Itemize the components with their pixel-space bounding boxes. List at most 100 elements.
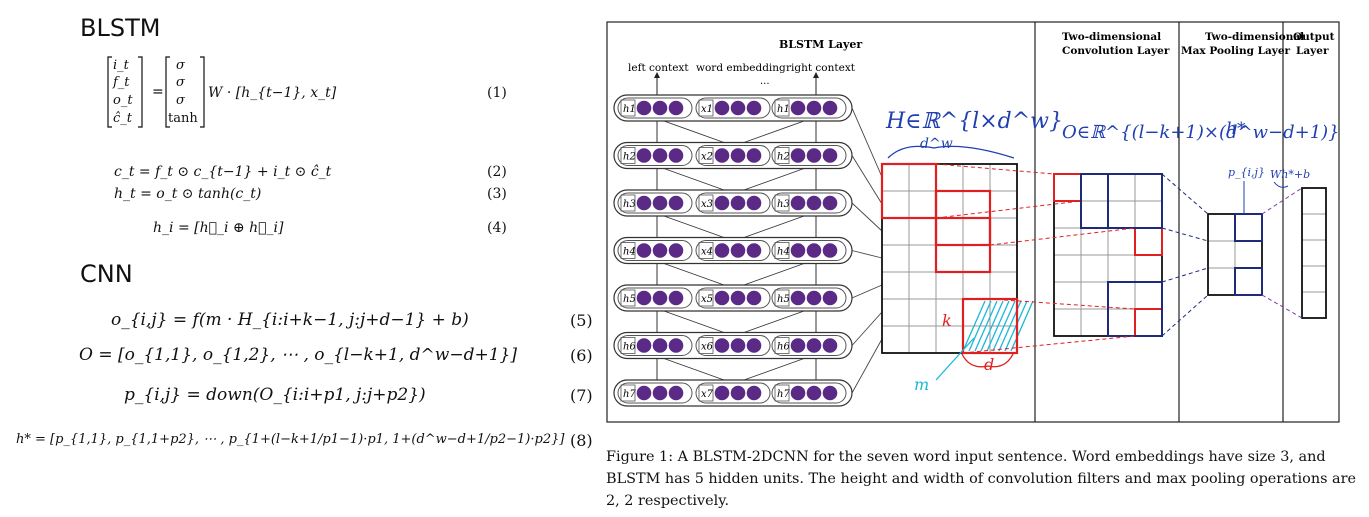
h-matrix-border [881,163,1018,354]
word-embedding-label: word embedding [696,62,786,74]
hatch-stroke [992,300,1016,352]
o-matrix-cell [1134,200,1163,229]
hidden-unit [746,385,762,401]
blstm-cell-label: h1 [777,104,790,115]
hidden-unit [668,338,684,353]
eq6-number: (6) [570,346,593,365]
annotation-d: d [984,355,994,374]
h-matrix-cell [935,271,964,300]
annotation-dw-brace [887,145,1015,159]
blstm-cell-label-box [698,147,714,164]
blstm-cell-label: h6 [623,342,636,353]
hidden-unit [806,148,822,163]
blstm-cell-label: h5 [777,294,790,305]
blstm-cell-label-box [620,242,636,259]
blstm-cell-label: x7 [701,389,714,400]
h-matrix-cell [989,163,1018,192]
pooled-cell [1234,213,1263,242]
eq2-number: (2) [487,164,507,180]
o-matrix-cell [1134,308,1163,337]
h-matrix-cell [962,190,991,219]
output-cell [1301,187,1327,215]
annotation-whtb-arrow [1273,181,1289,188]
h-matrix-cell [935,325,964,354]
blstm-cell-label-box [698,289,714,307]
h-matrix-cell [908,244,937,273]
hidden-unit [652,148,668,163]
hatch-stroke [974,300,998,352]
hidden-unit [790,338,806,353]
blstm-cell-label-box [774,242,790,259]
blstm-cell-label-box [698,384,714,402]
row-to-matrix-line [851,155,883,205]
annotation-k: k [942,311,952,330]
blstm-cell-label-box [774,147,790,164]
o-matrix-cell [1080,200,1109,229]
blstm-cell-label-box [620,289,636,307]
hidden-unit [636,100,652,116]
output-border [1301,187,1327,319]
context-dots: ... [760,76,770,87]
hidden-unit [790,243,806,258]
pooled-cell [1234,267,1263,296]
eq3-number: (3) [487,186,507,202]
cross-link [743,358,805,381]
pool-projection-line [1161,267,1209,283]
blstm-links [656,94,883,394]
blstm-cell-label-box [698,194,714,212]
hidden-unit [714,338,730,353]
annotation-d-brace [961,351,1015,368]
blstm-cell-label-box [774,289,790,307]
cross-link [663,358,725,381]
h-matrix-cell [962,217,991,246]
o-matrix-cell [1107,200,1136,229]
hidden-unit [790,100,806,116]
blstm-cell-label: h3 [623,199,636,210]
equation-3: h_t = o_t ⊙ tanh(c_t) [114,186,262,202]
equation-5: o_{i,j} = f(m · H_{i:i+k−1, j:j+d−1} + b… [111,310,469,330]
hidden-unit [668,100,684,116]
section-blstm-title: BLSTM Layer [779,38,862,51]
cross-link [743,310,805,333]
section-output-title-1: Output [1293,31,1335,43]
hidden-unit [806,100,822,116]
output-projection-line [1261,294,1303,319]
o-matrix-cell [1134,254,1163,283]
output-cell [1301,213,1327,241]
h-matrix-cell [908,325,937,354]
equation-2: c_t = f_t ⊙ c_{t−1} + i_t ⊙ ĉ_t [114,164,332,180]
left-context-label: left context [628,62,689,74]
right-context-label: right context [786,62,856,74]
cross-link [743,168,805,191]
o-matrix-cell [1134,227,1163,256]
section-conv-title-1: Two-dimensional [1062,31,1161,43]
conv-projection-line [935,163,1055,175]
cross-link [743,215,805,238]
hidden-unit [806,195,822,211]
h-matrix-cell [935,244,964,273]
blstm-cell-label: x6 [701,342,714,353]
hidden-unit [714,148,730,163]
conv-projection-line [989,227,1136,246]
o-matrix-cell [1053,173,1082,202]
blstm-cell-label: h2 [623,152,636,163]
hidden-unit [822,243,838,258]
o-matrix-cell [1080,281,1109,310]
eq1-lhs-3: ĉ_t [113,111,133,126]
eq1-rhs-1: σ [176,75,185,90]
hidden-unit [746,148,762,163]
hidden-unit [714,243,730,258]
figure-caption: Figure 1: A BLSTM-2DCNN for the seven wo… [606,449,1357,509]
conv-projection-line [989,298,1136,310]
hidden-unit [790,385,806,401]
equation-8: h* = [p_{1,1}, p_{1,1+p2}, ⋯ , p_{1+(l−k… [16,432,565,447]
row-to-matrix-line [851,311,883,346]
hidden-unit [730,290,746,306]
hidden-unit [668,195,684,211]
h-matrix-cell [935,298,964,327]
h-matrix-cell [989,217,1018,246]
annotation-p-ij: p_{i,j} [1228,166,1265,179]
h-matrix-cell [989,190,1018,219]
o-matrix-cell [1053,308,1082,337]
blstm-cell-label: x1 [701,104,713,115]
